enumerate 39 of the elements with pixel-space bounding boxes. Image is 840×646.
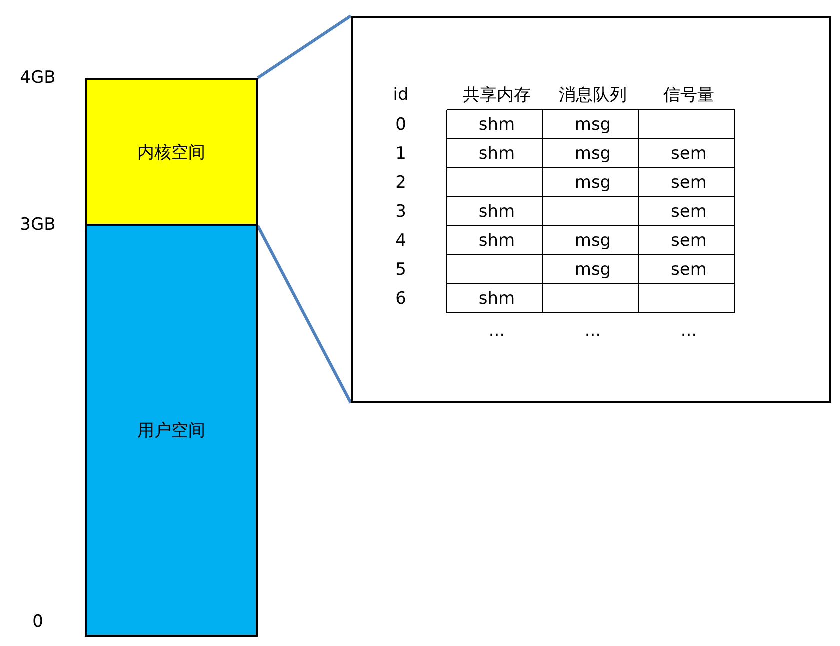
axis-value: 3GB [20,215,56,235]
row-id: 4 [396,231,406,251]
cell-value: msg [574,173,612,193]
cell-value: shm [478,144,516,164]
column-header: 消息队列 [559,84,627,106]
cell-value: sem [671,144,707,164]
cell-value: sem [671,260,707,280]
ellipsis: ... [584,321,602,341]
table-panel [351,16,831,403]
region-label: 内核空间 [138,142,206,164]
user-space-block [85,224,258,637]
column-header: 信号量 [664,84,714,106]
row-id: 5 [396,260,406,280]
ellipsis: ... [488,321,506,341]
region-label: 用户空间 [138,420,206,442]
row-id: 0 [396,115,406,135]
column-header: 共享内存 [463,84,531,106]
cell-value: msg [574,144,612,164]
cell-value: msg [574,231,612,251]
cell-value: shm [478,202,516,222]
cell-value: msg [574,115,612,135]
zoom-line [257,14,352,80]
row-id: 2 [396,173,406,193]
cell-value: sem [671,231,707,251]
row-id: 3 [396,202,406,222]
column-header: id [393,85,409,105]
kernel-space-block [85,78,258,226]
cell-value: sem [671,202,707,222]
axis-value: 4GB [20,68,56,88]
axis-value: 0 [32,612,44,632]
cell-value: msg [574,260,612,280]
cell-value: shm [478,115,516,135]
row-id: 6 [396,289,406,309]
cell-value: shm [478,289,516,309]
row-id: 1 [396,144,406,164]
zoom-line [256,225,352,404]
cell-value: sem [671,173,707,193]
cell-value: shm [478,231,516,251]
ellipsis: ... [680,321,698,341]
